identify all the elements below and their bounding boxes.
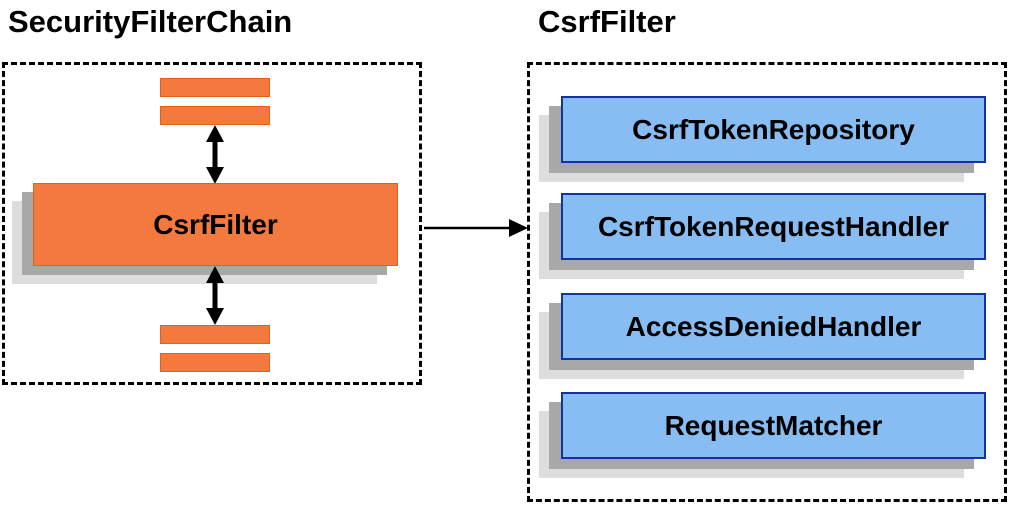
csrf-token-repository-box: CsrfTokenRepository xyxy=(561,96,986,163)
csrf-filter-box-label: CsrfFilter xyxy=(153,208,278,240)
csrf-filter-box: CsrfFilter xyxy=(33,183,398,266)
bidirectional-arrow-icon xyxy=(206,125,224,184)
filter-placeholder-bar xyxy=(160,78,270,97)
filter-placeholder-bar xyxy=(160,325,270,344)
request-matcher-box: RequestMatcher xyxy=(561,392,986,459)
access-denied-handler-box: AccessDeniedHandler xyxy=(561,293,986,360)
security-filter-chain-title: SecurityFilterChain xyxy=(8,4,293,39)
security-filter-chain-container xyxy=(2,62,422,385)
component-label: RequestMatcher xyxy=(664,409,883,441)
component-label: CsrfTokenRequestHandler xyxy=(597,210,950,242)
csrf-filter-title: CsrfFilter xyxy=(538,4,676,39)
filter-placeholder-bar xyxy=(160,353,270,372)
csrf-token-request-handler-box: CsrfTokenRequestHandler xyxy=(561,193,986,260)
right-arrow-icon xyxy=(424,219,528,237)
csrf-filter-container xyxy=(527,62,1007,502)
component-label: AccessDeniedHandler xyxy=(625,310,922,342)
bidirectional-arrow-icon xyxy=(206,266,224,325)
filter-placeholder-bar xyxy=(160,106,270,125)
component-label: CsrfTokenRepository xyxy=(632,113,915,145)
